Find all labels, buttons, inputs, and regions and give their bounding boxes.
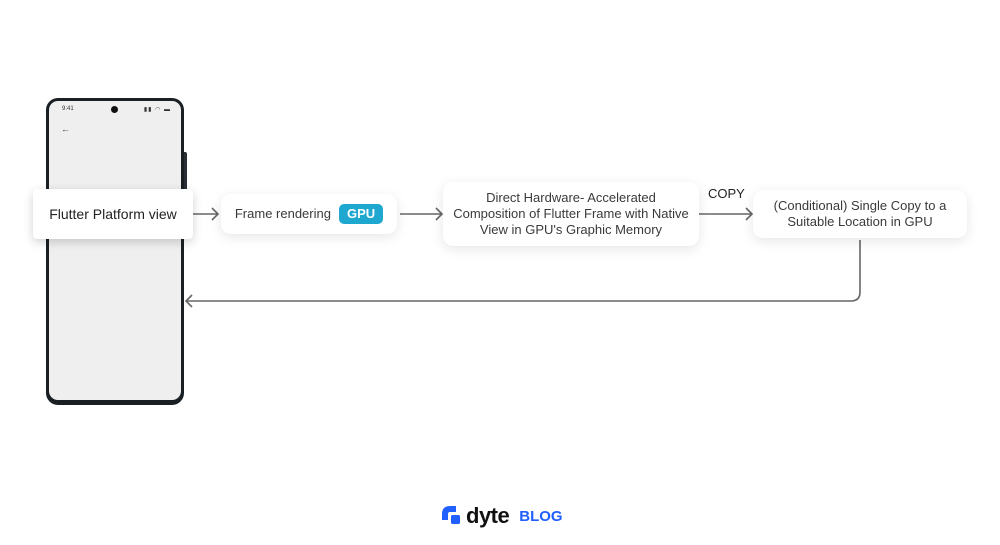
node-frame-rendering: Frame rendering GPU — [221, 194, 397, 234]
node-flutter-platform-view: Flutter Platform view — [33, 189, 193, 239]
phone-mockup: 9:41 ▮▮ ◠ ▬ ← — [46, 98, 184, 405]
dyte-logo-icon — [442, 506, 460, 524]
phone-side-button — [184, 152, 187, 192]
dyte-blog-logo: dyte BLOG — [442, 503, 563, 529]
back-arrow-icon: ← — [61, 124, 70, 134]
node-label: (Conditional) Single Copy to a Suitable … — [773, 198, 947, 229]
blog-label: BLOG — [519, 507, 563, 525]
status-time: 9:41 — [62, 106, 74, 112]
node-label: Direct Hardware- Accelerated Composition… — [453, 190, 689, 237]
phone-screen: 9:41 ▮▮ ◠ ▬ ← — [49, 101, 181, 400]
copy-edge-label: COPY — [708, 186, 745, 201]
node-single-copy: (Conditional) Single Copy to a Suitable … — [753, 190, 967, 238]
node-label: Frame rendering — [234, 206, 331, 221]
logo-text: dyte — [466, 503, 510, 528]
camera-icon — [111, 106, 118, 113]
status-icons: ▮▮ ◠ ▬ — [143, 107, 171, 113]
node-label: Flutter Platform view — [49, 206, 177, 222]
gpu-badge: GPU — [338, 204, 384, 224]
node-composition: Direct Hardware- Accelerated Composition… — [443, 182, 699, 246]
